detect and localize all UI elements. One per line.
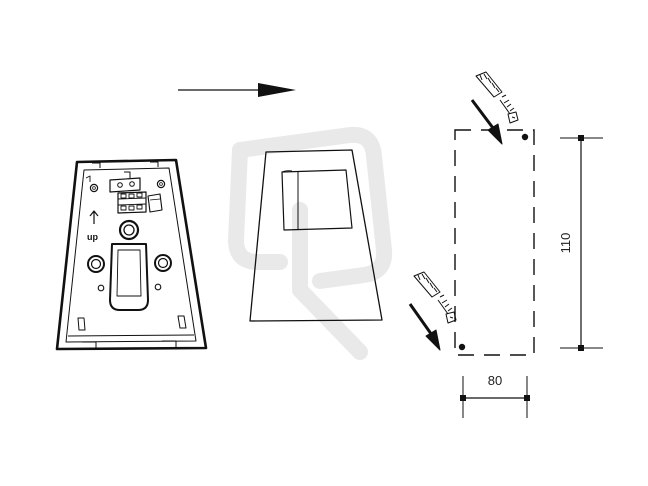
lamp-housing	[249, 149, 383, 322]
drill-template-outline	[454, 129, 535, 356]
arrow-right-icon	[178, 83, 296, 97]
screw-anchor-icon	[408, 271, 457, 351]
mounting-plate	[55, 158, 208, 351]
brand-watermark-icon	[228, 126, 393, 360]
width-dimension-label: 80	[488, 373, 502, 388]
height-dimension-label: 110	[558, 233, 573, 254]
drill-hole-bottom	[458, 343, 466, 351]
screw-anchor-icon	[470, 71, 519, 145]
height-dimension	[560, 135, 603, 351]
width-dimension	[460, 376, 530, 418]
drill-hole-top	[521, 133, 529, 141]
up-label: up	[87, 232, 98, 242]
